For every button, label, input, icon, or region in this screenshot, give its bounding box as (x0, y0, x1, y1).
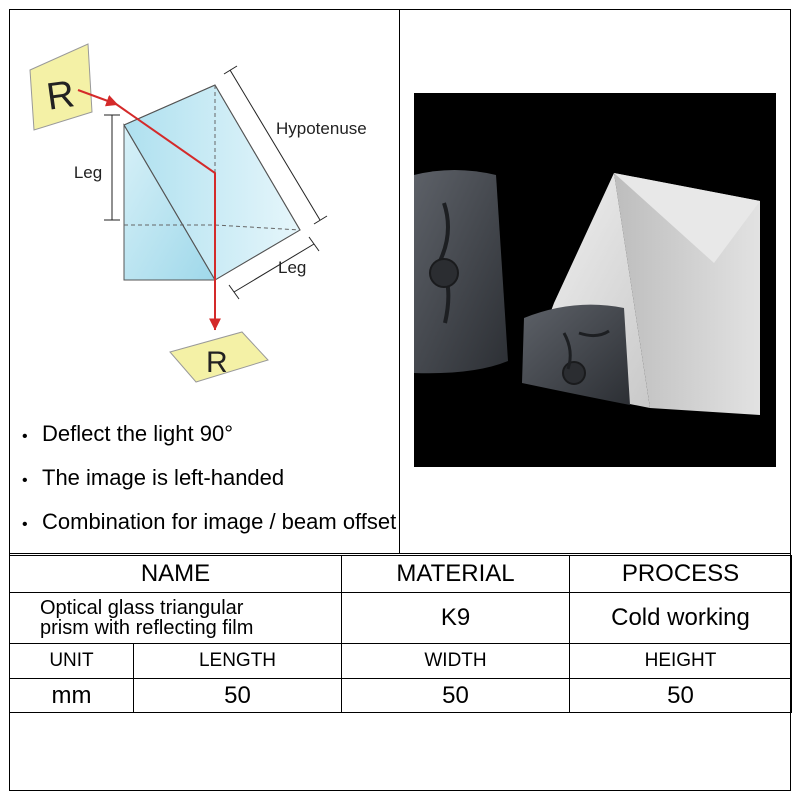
name-value-line2: prism with reflecting film (40, 617, 254, 639)
bullet-icon: • (22, 516, 28, 533)
header-name: NAME (9, 555, 342, 593)
name-value: Optical glass triangular prism with refl… (9, 592, 342, 644)
dimension-header-row: UNIT LENGTH WIDTH HEIGHT (9, 643, 792, 679)
prism-diagram: R Leg Hypotenuse Leg R (29, 43, 367, 383)
header-length: LENGTH (133, 643, 342, 679)
column-divider (399, 9, 400, 554)
bullet-icon: • (22, 472, 28, 489)
table-row: Optical glass triangular prism with refl… (9, 592, 792, 644)
feature-item: •Combination for image / beam offset (22, 500, 402, 544)
spec-table: NAME MATERIAL PROCESS Optical glass tria… (9, 555, 792, 713)
feature-item: •The image is left-handed (22, 456, 402, 500)
length-value: 50 (133, 678, 342, 713)
feature-item: •Deflect the light 90° (22, 412, 402, 456)
table-top-rule (9, 553, 791, 554)
feature-list: •Deflect the light 90° •The image is lef… (22, 412, 402, 544)
header-material: MATERIAL (341, 555, 570, 593)
header-width: WIDTH (341, 643, 570, 679)
header-process: PROCESS (569, 555, 792, 593)
table-header-row: NAME MATERIAL PROCESS (9, 555, 792, 593)
header-unit: UNIT (9, 643, 134, 679)
header-height: HEIGHT (569, 643, 792, 679)
bullet-icon: • (22, 428, 28, 445)
product-photo (414, 93, 776, 467)
leg-bottom-label: Leg (278, 258, 306, 277)
image-card-bottom: R (169, 331, 269, 383)
name-value-line1: Optical glass triangular (40, 597, 244, 619)
image-card-top: R (29, 43, 93, 131)
image-card-top-letter: R (44, 73, 77, 118)
width-value: 50 (341, 678, 570, 713)
process-value: Cold working (569, 592, 792, 644)
leg-left-label: Leg (74, 163, 102, 182)
product-photo-illustration (414, 93, 776, 467)
image-card-bottom-letter: R (206, 346, 228, 379)
unit-value: mm (9, 678, 134, 713)
leg-left-dimension (104, 114, 120, 221)
hypotenuse-label: Hypotenuse (276, 119, 367, 138)
page-frame (9, 9, 791, 791)
dimension-value-row: mm 50 50 50 (9, 678, 792, 713)
height-value: 50 (569, 678, 792, 713)
prism-shape (123, 84, 301, 281)
material-value: K9 (341, 592, 570, 644)
light-beam (77, 89, 221, 331)
leg-bottom-dimension (228, 236, 320, 300)
hypotenuse-dimension (223, 65, 328, 225)
